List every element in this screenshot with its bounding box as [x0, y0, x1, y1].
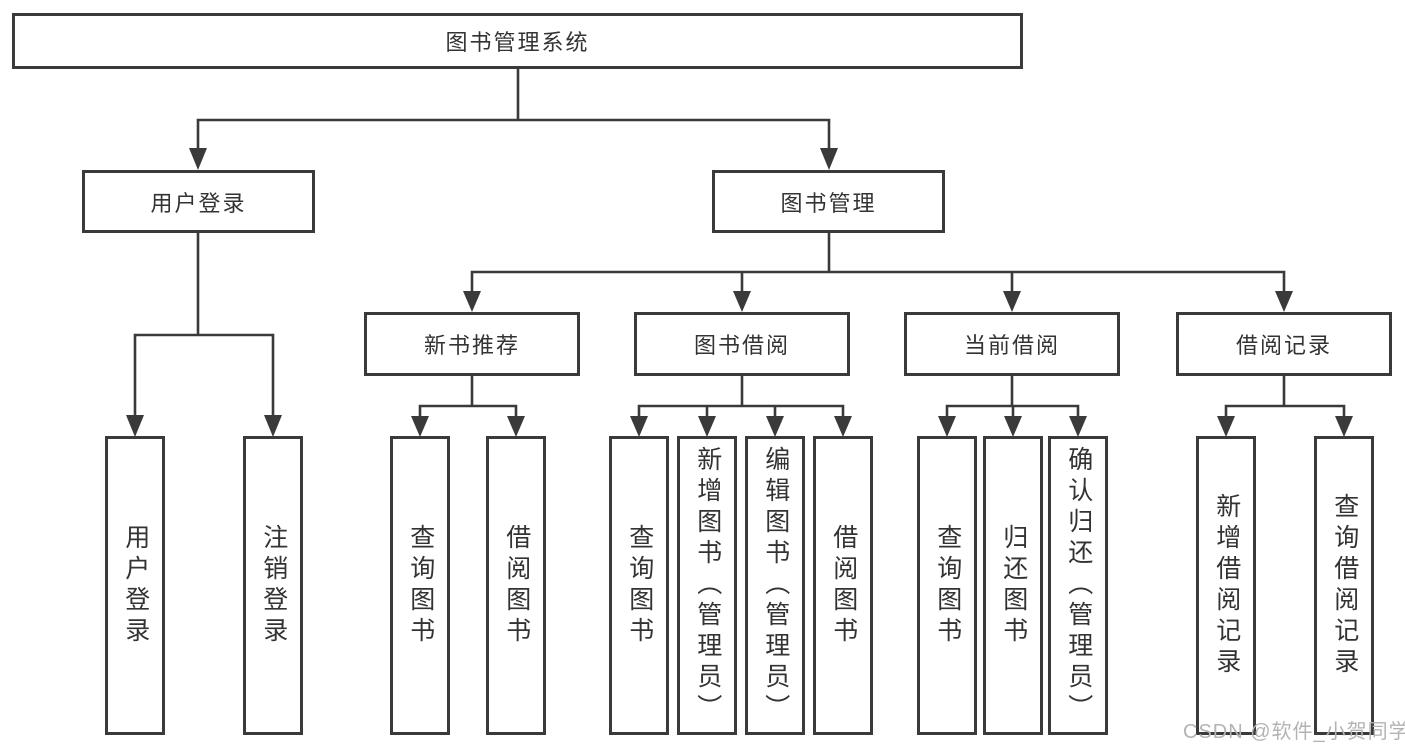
leaf-query-books-1: 查询图书: [390, 436, 450, 735]
leaf-logout: 注销登录: [243, 436, 303, 735]
arrow-down-icon: [411, 416, 429, 437]
connector-userlogin-rail: [133, 333, 275, 419]
arrowheads: [126, 148, 1353, 437]
arrow-down-icon: [1003, 291, 1021, 312]
leaf-query-books-2: 查询图书: [609, 436, 669, 735]
connector-level3-rail: [470, 270, 1286, 296]
node-book-management: 图书管理: [712, 170, 945, 233]
connector-borrowing-rail: [637, 404, 845, 421]
arrow-down-icon: [698, 416, 716, 437]
leaf-user-login: 用户登录: [105, 436, 165, 735]
node-root: 图书管理系统: [12, 13, 1023, 69]
leaf-edit-books-admin: 编辑图书（管理员）: [745, 436, 805, 735]
arrow-down-icon: [820, 148, 838, 170]
node-borrow-records: 借阅记录: [1176, 312, 1392, 376]
arrow-down-icon: [938, 416, 956, 437]
arrow-down-icon: [463, 291, 481, 312]
csdn-watermark: CSDN @软件_小贺同学: [1183, 721, 1405, 743]
arrow-down-icon: [733, 291, 751, 312]
connector-records-rail: [1224, 404, 1346, 421]
leaf-borrow-books-1: 借阅图书: [486, 436, 546, 735]
connector-rail-level2: [196, 118, 831, 152]
leaf-query-books-3: 查询图书: [917, 436, 977, 735]
leaf-confirm-return-admin: 确认归还（管理员）: [1048, 436, 1108, 735]
leaf-return-books: 归还图书: [983, 436, 1043, 735]
leaf-add-books-admin: 新增图书（管理员）: [677, 436, 737, 735]
arrow-down-icon: [1004, 416, 1022, 437]
arrow-down-icon: [630, 416, 648, 437]
arrow-down-icon: [189, 148, 207, 170]
node-current-borrowing: 当前借阅: [904, 312, 1120, 376]
arrow-down-icon: [126, 415, 144, 437]
connector-recommend-rail: [418, 404, 518, 421]
arrow-down-icon: [766, 416, 784, 437]
node-book-borrowing: 图书借阅: [634, 312, 850, 376]
leaf-add-borrow-record: 新增借阅记录: [1196, 436, 1256, 735]
arrow-down-icon: [1275, 291, 1293, 312]
arrow-down-icon: [834, 416, 852, 437]
arrow-down-icon: [1217, 416, 1235, 437]
leaf-query-borrow-record: 查询借阅记录: [1314, 436, 1374, 735]
arrow-down-icon: [1335, 416, 1353, 437]
arrow-down-icon: [1069, 416, 1087, 437]
arrow-down-icon: [507, 416, 525, 437]
node-user-login: 用户登录: [82, 170, 315, 233]
arrow-down-icon: [264, 415, 282, 437]
leaf-borrow-books-2: 借阅图书: [813, 436, 873, 735]
node-new-book-recommend: 新书推荐: [364, 312, 580, 376]
